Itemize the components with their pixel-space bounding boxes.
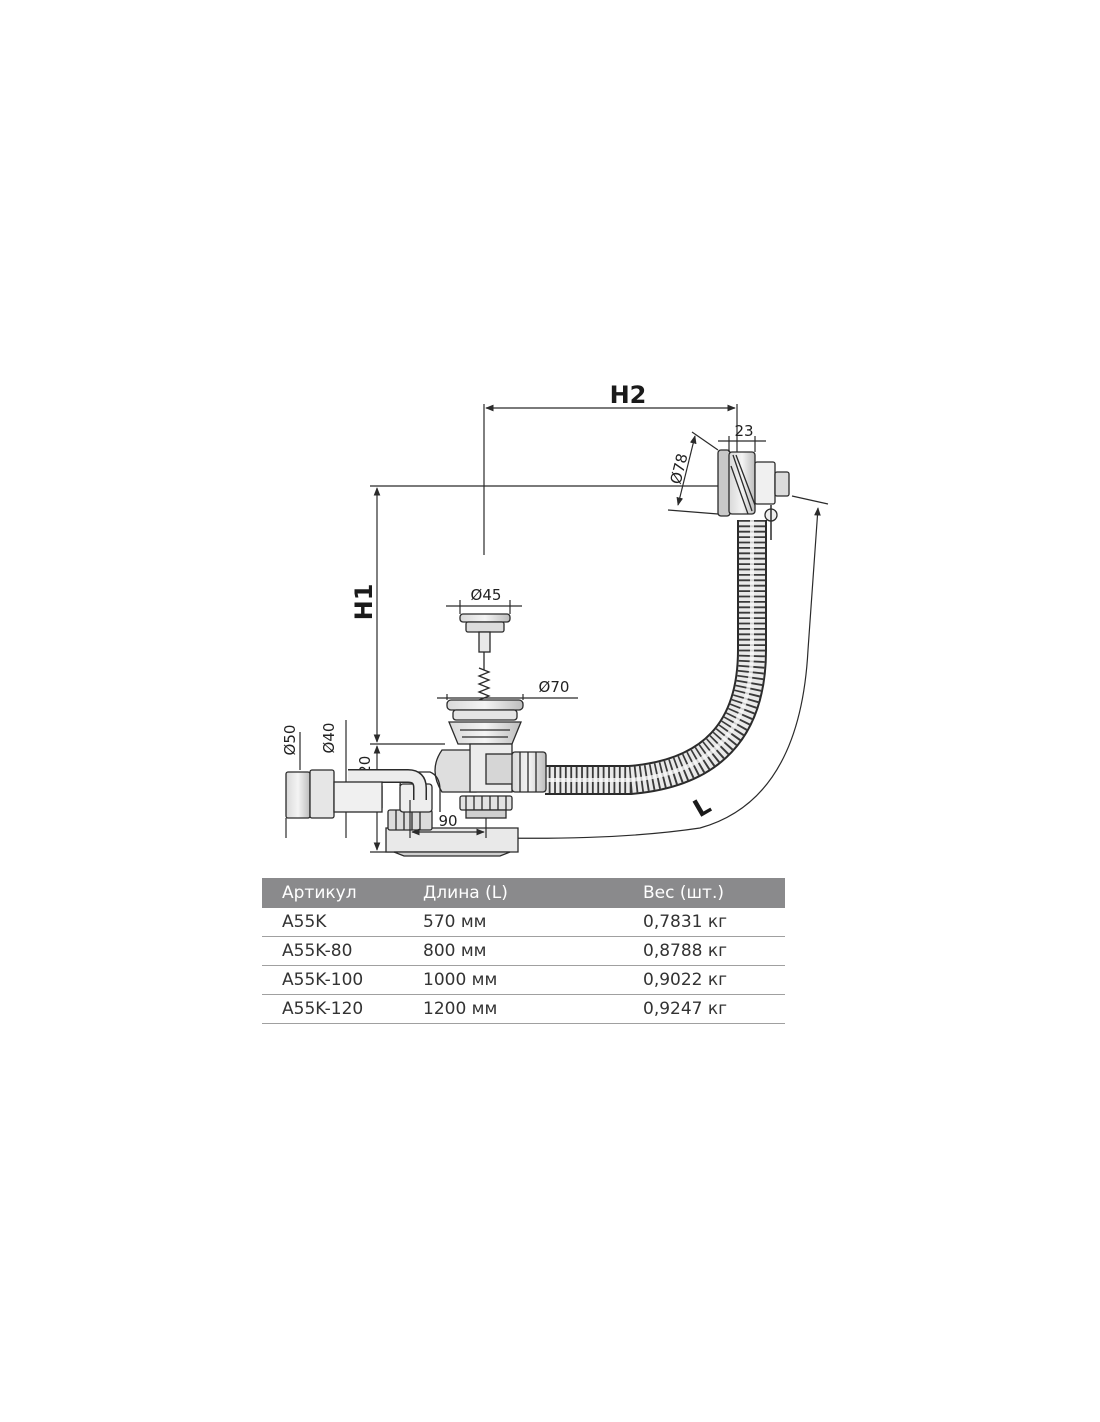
dimension-50-label: Ø50	[281, 725, 299, 756]
cell-length: 570 мм	[403, 908, 623, 937]
cell-weight: 0,7831 кг	[623, 908, 785, 937]
cell-article: A55K-100	[262, 965, 403, 995]
dimension-70	[437, 694, 578, 700]
outlet-pipe	[285, 769, 383, 819]
dimension-90-label: 90	[438, 812, 457, 830]
dimension-h2	[483, 404, 738, 555]
dimension-50	[285, 732, 301, 838]
dimension-78	[667, 431, 719, 515]
overflow-head	[717, 449, 790, 540]
column-header-article: Артикул	[262, 878, 403, 908]
table-row: A55K-100 1000 мм 0,9022 кг	[262, 965, 785, 995]
dimension-45-label: Ø45	[471, 586, 502, 604]
table-row: A55K-80 800 мм 0,8788 кг	[262, 936, 785, 966]
column-header-weight: Вес (шт.)	[623, 878, 785, 908]
cell-article: A55K-80	[262, 936, 403, 966]
cell-weight: 0,9247 кг	[623, 994, 785, 1024]
table-row: A55K-120 1200 мм 0,9247 кг	[262, 994, 785, 1024]
table-row: A55K 570 мм 0,7831 кг	[262, 908, 785, 937]
column-header-length: Длина (L)	[403, 878, 623, 908]
drain-flange	[446, 699, 524, 745]
cell-length: 800 мм	[403, 936, 623, 966]
specification-table: Артикул Длина (L) Вес (шт.) A55K 570 мм …	[262, 878, 785, 1024]
dimension-23	[718, 436, 766, 452]
flexible-overflow-hose	[545, 520, 767, 795]
dimension-l-label: L	[688, 791, 715, 823]
dimension-78-label: Ø78	[667, 452, 692, 486]
dimension-45	[446, 600, 522, 614]
drain-plug	[459, 613, 511, 705]
dimension-l	[499, 495, 829, 839]
cell-article: A55K-120	[262, 994, 403, 1024]
dimension-h1	[370, 485, 720, 745]
dimension-h1-label: H1	[350, 584, 378, 621]
drain-body	[434, 743, 547, 819]
dimension-90	[409, 800, 487, 838]
table-header-row: Артикул Длина (L) Вес (шт.)	[262, 878, 785, 908]
dimension-23-label: 23	[734, 422, 753, 440]
cell-length: 1200 мм	[403, 994, 623, 1024]
cell-length: 1000 мм	[403, 965, 623, 995]
cell-weight: 0,8788 кг	[623, 936, 785, 966]
dimension-40-label: Ø40	[320, 723, 338, 754]
cell-article: A55K	[262, 908, 403, 937]
cell-weight: 0,9022 кг	[623, 965, 785, 995]
dimension-h2-label: H2	[610, 381, 647, 409]
dimension-70-label: Ø70	[539, 678, 570, 696]
